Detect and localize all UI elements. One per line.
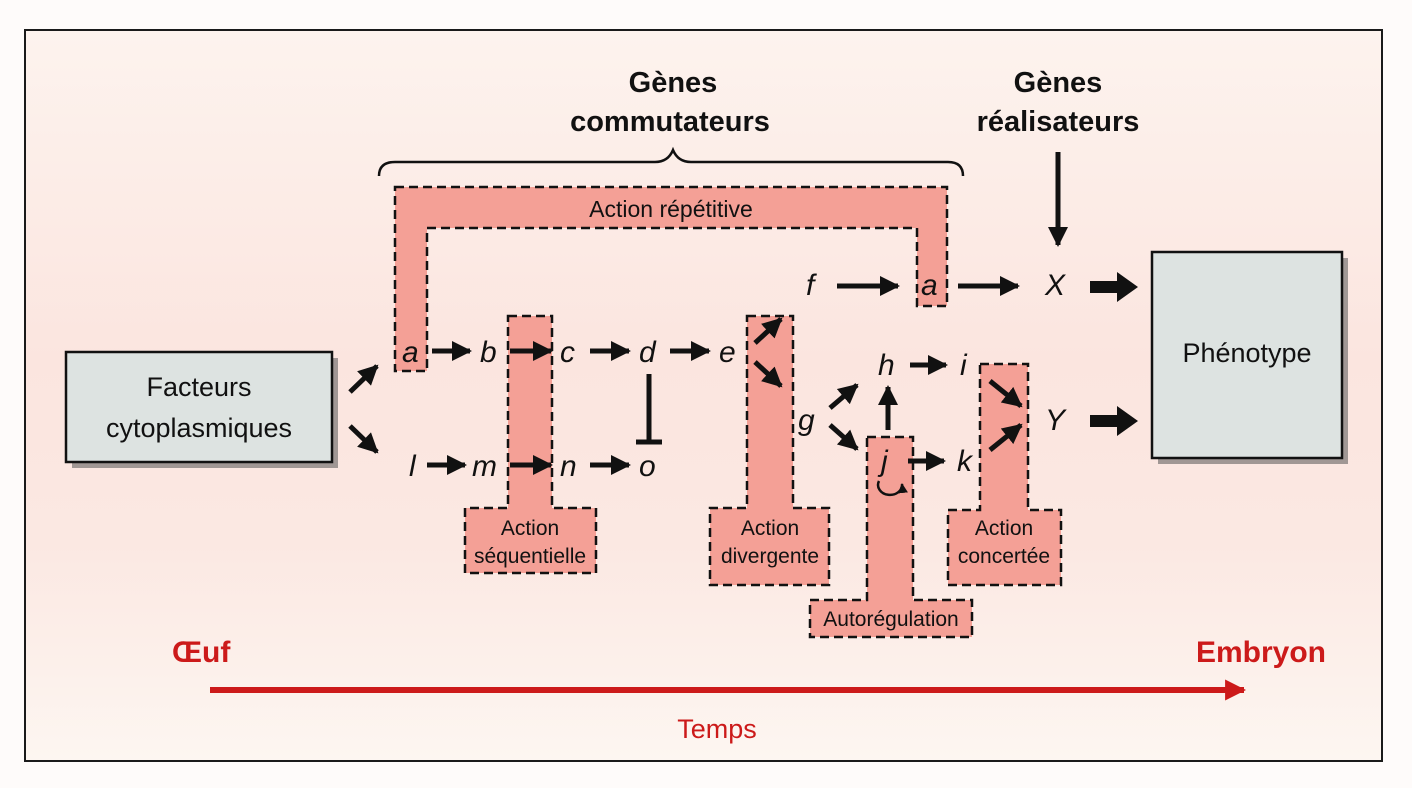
arrow-input-to-a	[348, 364, 379, 394]
node-g: g	[798, 404, 815, 437]
label-action-concertee-1: Action	[975, 517, 1033, 540]
region-action-concertee	[946, 362, 1063, 587]
node-l: l	[409, 450, 417, 483]
node-c: c	[560, 336, 575, 369]
label-action-sequentielle-2: séquentielle	[474, 545, 586, 568]
output-box-label: Phénotype	[1182, 338, 1311, 368]
region-autoregulation	[808, 435, 974, 639]
input-box-facteurs-cytoplasmiques	[64, 350, 334, 464]
node-d: d	[639, 336, 657, 369]
label-autoregulation: Autorégulation	[823, 608, 958, 631]
arrow-g-h	[828, 383, 859, 410]
timeline-start-label: Œuf	[172, 636, 231, 669]
node-a-repeat: a	[921, 269, 938, 302]
timeline-end-label: Embryon	[1196, 636, 1326, 669]
arrow-k-Y	[988, 423, 1023, 452]
region-action-divergente	[708, 314, 831, 587]
label-action-divergente-2: divergente	[721, 545, 819, 568]
node-k: k	[957, 445, 974, 478]
node-X: X	[1044, 269, 1066, 302]
arrow-Y-phenotype	[1090, 406, 1138, 436]
label-action-concertee-2: concertée	[958, 545, 1050, 568]
node-a: a	[402, 336, 419, 369]
input-box-label-2: cytoplasmiques	[106, 413, 292, 443]
region-action-repetitive	[393, 185, 949, 373]
arrow-i-Y	[988, 379, 1023, 408]
brace-commutateurs	[377, 146, 965, 177]
timeline-axis-label: Temps	[677, 714, 757, 744]
arrow-input-to-l	[348, 424, 379, 454]
region-action-sequentielle	[463, 314, 598, 575]
heading-genes-commutateurs-2: commutateurs	[570, 106, 770, 138]
label-action-sequentielle-1: Action	[501, 517, 559, 540]
autoregulation-loop-icon	[876, 480, 908, 497]
heading-genes-realisateurs-1: Gènes	[1014, 67, 1103, 99]
label-action-divergente-1: Action	[741, 517, 799, 540]
node-o: o	[639, 450, 656, 483]
arrow-X-phenotype	[1090, 272, 1138, 302]
node-Y: Y	[1045, 404, 1067, 437]
node-h: h	[878, 349, 895, 382]
label-action-repetitive: Action répétitive	[589, 196, 753, 222]
arrow-e-g	[753, 360, 783, 388]
node-f: f	[806, 269, 817, 302]
node-m: m	[472, 450, 497, 483]
node-i: i	[960, 349, 968, 382]
heading-genes-commutateurs-1: Gènes	[629, 67, 718, 99]
arrow-g-j	[828, 423, 859, 451]
input-box-label-1: Facteurs	[146, 372, 251, 402]
output-box-phenotype	[1150, 250, 1344, 460]
node-n: n	[560, 450, 577, 483]
node-e: e	[719, 336, 736, 369]
node-b: b	[480, 336, 497, 369]
arrow-e-up	[753, 317, 783, 345]
heading-genes-realisateurs-2: réalisateurs	[977, 106, 1140, 138]
